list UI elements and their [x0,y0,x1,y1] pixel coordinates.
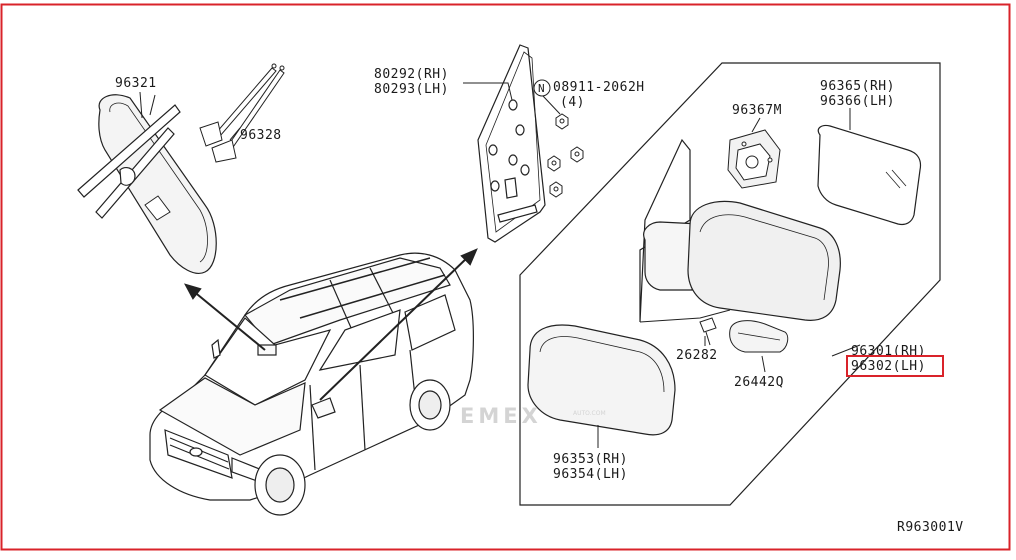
rear-view-mirror-drawing [77,94,217,274]
mirror-housing-drawing [639,138,841,323]
nut-set-drawing [547,113,584,198]
leader-96328 [229,127,241,141]
mirror-cover-drawing [527,324,676,436]
callout-arrows [183,248,478,401]
leader-nut [542,95,561,115]
mirror-glass-drawing [817,124,922,226]
watermark-text: EMEX [460,404,542,428]
label-96328: 96328 [240,128,282,143]
label-96302-lh[interactable]: 96302(LH) [851,359,926,374]
turn-signal-lamp-drawing [729,320,789,353]
screw-drawing [699,317,717,346]
leader-96367m [751,117,761,133]
mirror-base-plate-drawing [477,44,546,243]
leader-80292 [463,82,513,101]
label-nut-code: 08911-2062H [553,80,645,95]
highlight-96302-box [846,355,944,377]
leader-26442q [761,355,766,373]
nut-symbol: N [538,82,546,95]
diagram-code: R963001V [897,520,964,535]
label-96354-lh: 96354(LH) [553,467,628,482]
label-26282: 26282 [676,348,718,363]
nut-symbol-circle [533,79,551,97]
label-80293-lh: 80293(LH) [374,82,449,97]
suv-vehicle-drawing [149,252,474,516]
watermark-sub: AUTO.COM [573,410,606,417]
leader-96321 [139,91,143,119]
label-96321: 96321 [115,76,157,91]
label-26442q: 26442Q [734,375,784,390]
label-96366-lh: 96366(LH) [820,94,895,109]
label-96367m: 96367M [732,103,782,118]
label-nut-qty: (4) [560,95,585,110]
label-96365-rh: 96365(RH) [820,79,895,94]
leader-96301 [831,344,861,357]
label-96353-rh: 96353(RH) [553,452,628,467]
mirror-harness-drawing [199,63,285,163]
mirror-actuator-drawing [727,129,781,189]
label-80292-rh: 80292(RH) [374,67,449,82]
exploded-view-box [519,62,941,506]
